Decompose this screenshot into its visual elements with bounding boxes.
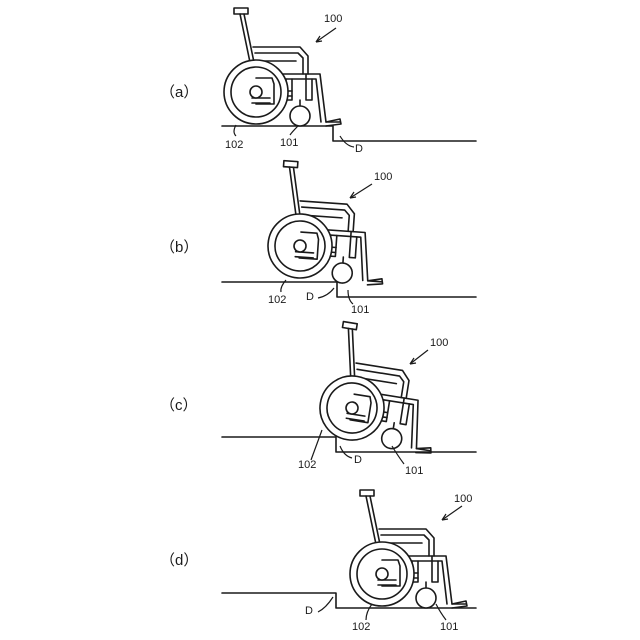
ref-102-d: 102 (352, 621, 370, 633)
panel-a: （a） 102 101 D 100 (160, 8, 476, 155)
ref-101-a: 101 (280, 137, 298, 149)
wheelchair-c (315, 320, 449, 455)
ref-d-b: D (306, 291, 314, 303)
ref-d-d: D (305, 605, 313, 617)
ground-d (222, 593, 476, 608)
panel-label-c: （c） (160, 397, 198, 414)
wheelchair-a (224, 8, 341, 126)
ref-d-a: D (355, 143, 363, 155)
panel-label-b: （b） (160, 239, 198, 256)
ref-102-b: 102 (268, 294, 286, 306)
panel-b: （b） 102 101 D 100 (160, 160, 476, 316)
panel-label-d: （d） (160, 552, 198, 569)
ground-b (222, 282, 476, 297)
ref-101-c: 101 (405, 465, 423, 477)
ref-102-a: 102 (225, 139, 243, 151)
ref-102-c: 102 (298, 459, 316, 471)
ref-100-a: 100 (324, 13, 342, 25)
ref-101-b: 101 (351, 304, 369, 316)
panel-d: （d） 102 101 D 100 (160, 490, 476, 633)
ref-100-b: 100 (374, 171, 392, 183)
panel-label-a: （a） (160, 84, 198, 101)
ground-a (222, 126, 476, 141)
wheelchair-b (266, 160, 391, 286)
wheelchair-d (350, 490, 467, 608)
ref-100-c: 100 (430, 337, 448, 349)
ref-101-d: 101 (440, 621, 458, 633)
ref-d-c: D (354, 454, 362, 466)
ref-100-d: 100 (454, 493, 472, 505)
panel-c: （c） 102 101 D 100 (160, 320, 476, 477)
